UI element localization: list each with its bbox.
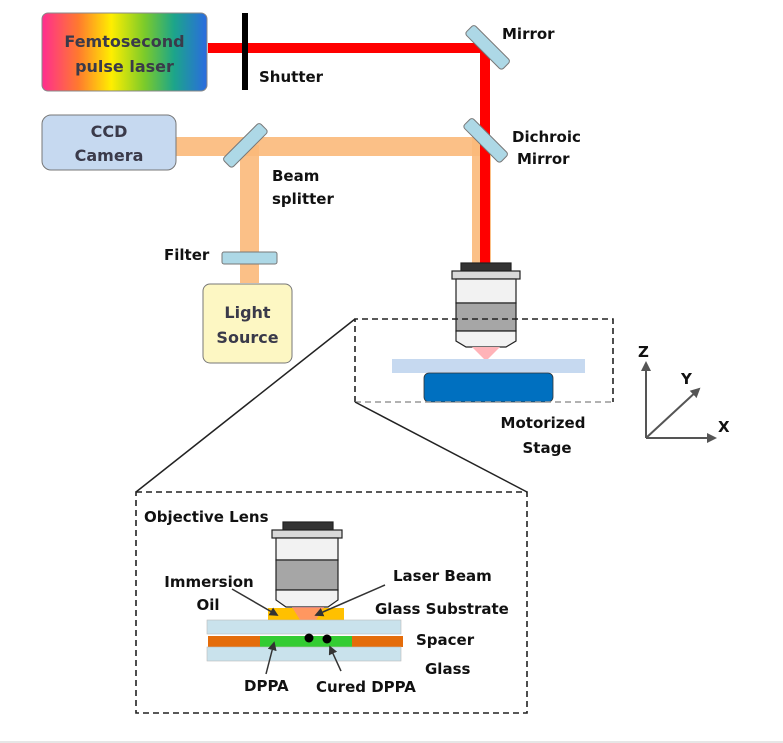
mirror: Mirror bbox=[465, 25, 555, 70]
shutter-label: Shutter bbox=[259, 68, 324, 86]
immersion-label-line2: Oil bbox=[196, 596, 219, 614]
inset-objective-label: Objective Lens bbox=[144, 508, 269, 526]
cured-dppa-label: Cured DPPA bbox=[316, 678, 416, 696]
axis-z-label: Z bbox=[638, 343, 649, 361]
spacer-label: Spacer bbox=[416, 631, 475, 649]
dichroic-label-line2: Mirror bbox=[517, 150, 570, 168]
sample-slide bbox=[392, 359, 585, 373]
laser-label-line2: pulse laser bbox=[75, 57, 174, 76]
glass-substrate-label: Glass Substrate bbox=[375, 600, 509, 618]
cured-dppa-dot bbox=[322, 634, 332, 644]
femtosecond-laser: Femtosecond pulse laser bbox=[41, 12, 208, 92]
immersion-label-line1: Immersion bbox=[164, 573, 253, 591]
ccd-camera: CCD Camera bbox=[41, 114, 177, 171]
axis-y-label: Y bbox=[680, 370, 693, 388]
dichroic-mirror: Dichroic Mirror bbox=[463, 118, 581, 168]
dppa-label: DPPA bbox=[244, 677, 289, 695]
glass-label: Glass bbox=[425, 660, 471, 678]
beam-splitter-label-line2: splitter bbox=[272, 190, 334, 208]
inset-box bbox=[135, 491, 528, 714]
zoom-connector-lines bbox=[135, 318, 528, 493]
light-source-label-line2: Source bbox=[216, 328, 278, 347]
axis-x-label: X bbox=[718, 418, 730, 436]
beam-splitter: Beam splitter bbox=[223, 123, 334, 208]
bottom-glass bbox=[206, 646, 402, 662]
glass-substrate bbox=[206, 619, 402, 635]
stage-label-line1: Motorized bbox=[501, 414, 586, 432]
mirror-label: Mirror bbox=[502, 25, 555, 43]
beam-splitter-label-line1: Beam bbox=[272, 167, 319, 185]
spacer-left bbox=[208, 636, 260, 647]
objective-lens bbox=[451, 262, 521, 348]
filter-label: Filter bbox=[164, 246, 210, 264]
light-source: Light Source bbox=[202, 283, 293, 364]
dppa-layer bbox=[260, 636, 352, 647]
ccd-label-line1: CCD bbox=[91, 122, 128, 141]
stage-label-line2: Stage bbox=[522, 439, 571, 457]
ccd-label-line2: Camera bbox=[75, 146, 144, 165]
xyz-axes bbox=[641, 361, 717, 443]
light-source-label-line1: Light bbox=[224, 303, 271, 322]
laser-beam bbox=[208, 43, 490, 267]
filter: Filter bbox=[164, 246, 278, 265]
shutter: Shutter bbox=[242, 13, 324, 90]
laser-beam-label: Laser Beam bbox=[393, 567, 492, 585]
spacer-right bbox=[352, 636, 403, 647]
laser-label-line1: Femtosecond bbox=[64, 32, 184, 51]
motorized-stage bbox=[423, 372, 554, 403]
dichroic-label-line1: Dichroic bbox=[512, 128, 581, 146]
focused-beam-cone bbox=[472, 347, 500, 361]
bottom-border bbox=[0, 741, 783, 743]
zoom-region bbox=[354, 318, 614, 403]
cured-dppa-dot bbox=[304, 633, 314, 643]
inset-pointer-arrows bbox=[231, 584, 386, 675]
inset-objective-lens bbox=[271, 521, 343, 608]
